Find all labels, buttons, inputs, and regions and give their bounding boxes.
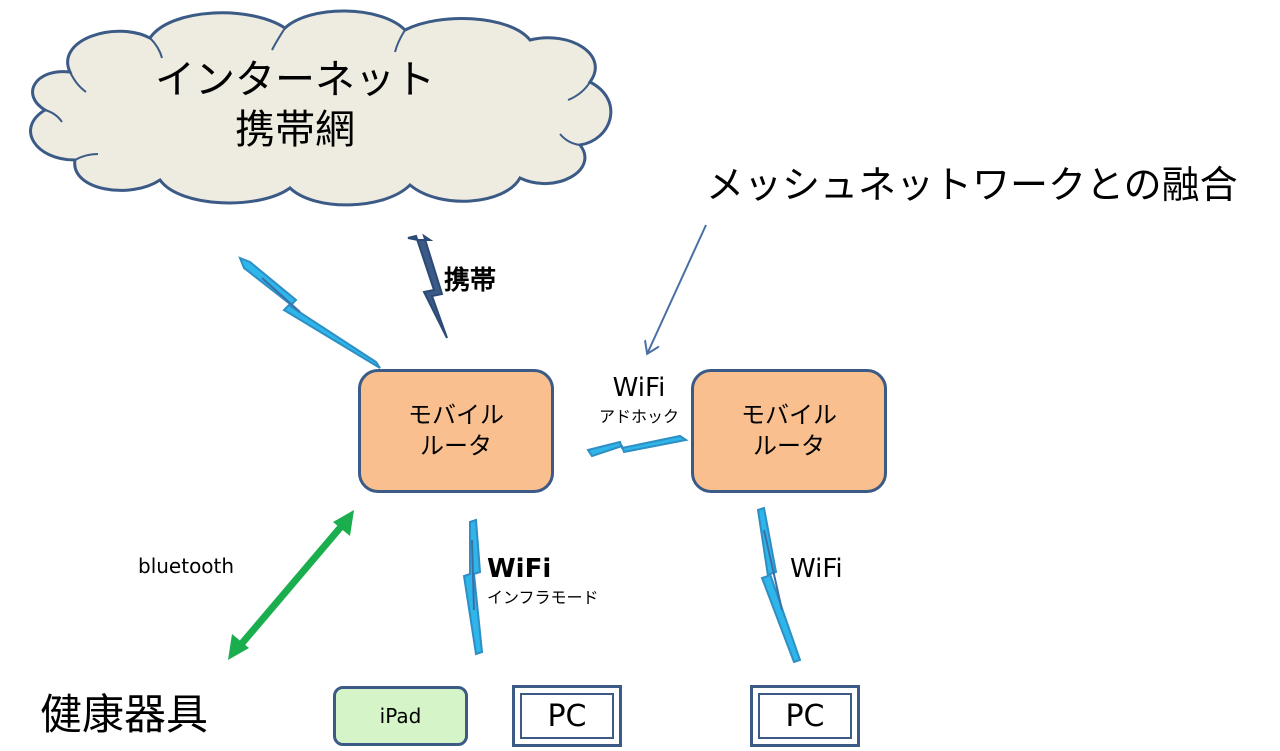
mobile-router-right[interactable]: モバイル ルータ — [691, 369, 887, 493]
pc-left-inner: PC — [520, 693, 614, 739]
pc-left-device[interactable]: PC — [512, 685, 622, 747]
adhoc-wifi-line2: アドホック — [598, 407, 679, 426]
mobile-router-left[interactable]: モバイル ルータ — [358, 369, 554, 493]
cloud-label-line2: 携帯網 — [235, 107, 355, 153]
router-right-line2: ルータ — [753, 432, 825, 460]
ipad-device[interactable]: iPad — [333, 686, 468, 746]
cloud-label-line1: インターネット — [155, 57, 435, 103]
router-left-line2: ルータ — [420, 432, 492, 460]
infra-wifi-line1: WiFi — [487, 554, 552, 584]
router-left-line1: モバイル — [408, 400, 504, 429]
bluetooth-label: bluetooth — [138, 554, 235, 578]
adhoc-wifi-line1: WiFi — [612, 373, 666, 403]
adhoc-wifi-label: WiFi アドホック — [584, 375, 694, 425]
cell-link-bolt — [407, 233, 448, 339]
ipad-label: iPad — [379, 704, 422, 728]
health-device-label: 健康器具 — [40, 690, 209, 739]
upper-left-wifi-bolt — [238, 256, 381, 369]
mesh-network-label: メッシュネットワークとの融合 — [706, 163, 1238, 207]
infra-wifi-line2: インフラモード — [487, 588, 599, 607]
router-right-line1: モバイル — [741, 400, 837, 429]
pc-right-device[interactable]: PC — [750, 685, 860, 747]
pc-right-label: PC — [785, 698, 825, 734]
cloud-shape — [29, 9, 613, 207]
infra-wifi-label: WiFi インフラモード — [487, 556, 599, 606]
pc-right-inner: PC — [758, 693, 852, 739]
mesh-pointer-arrow — [648, 224, 707, 352]
pc-left-label: PC — [547, 698, 587, 734]
adhoc-wifi-bolt — [586, 434, 689, 458]
cell-link-label: 携帯 — [444, 266, 497, 296]
right-wifi-label: WiFi — [790, 554, 843, 584]
bluetooth-arrow — [228, 510, 354, 660]
cloud-label: インターネット 携帯網 — [140, 55, 450, 155]
